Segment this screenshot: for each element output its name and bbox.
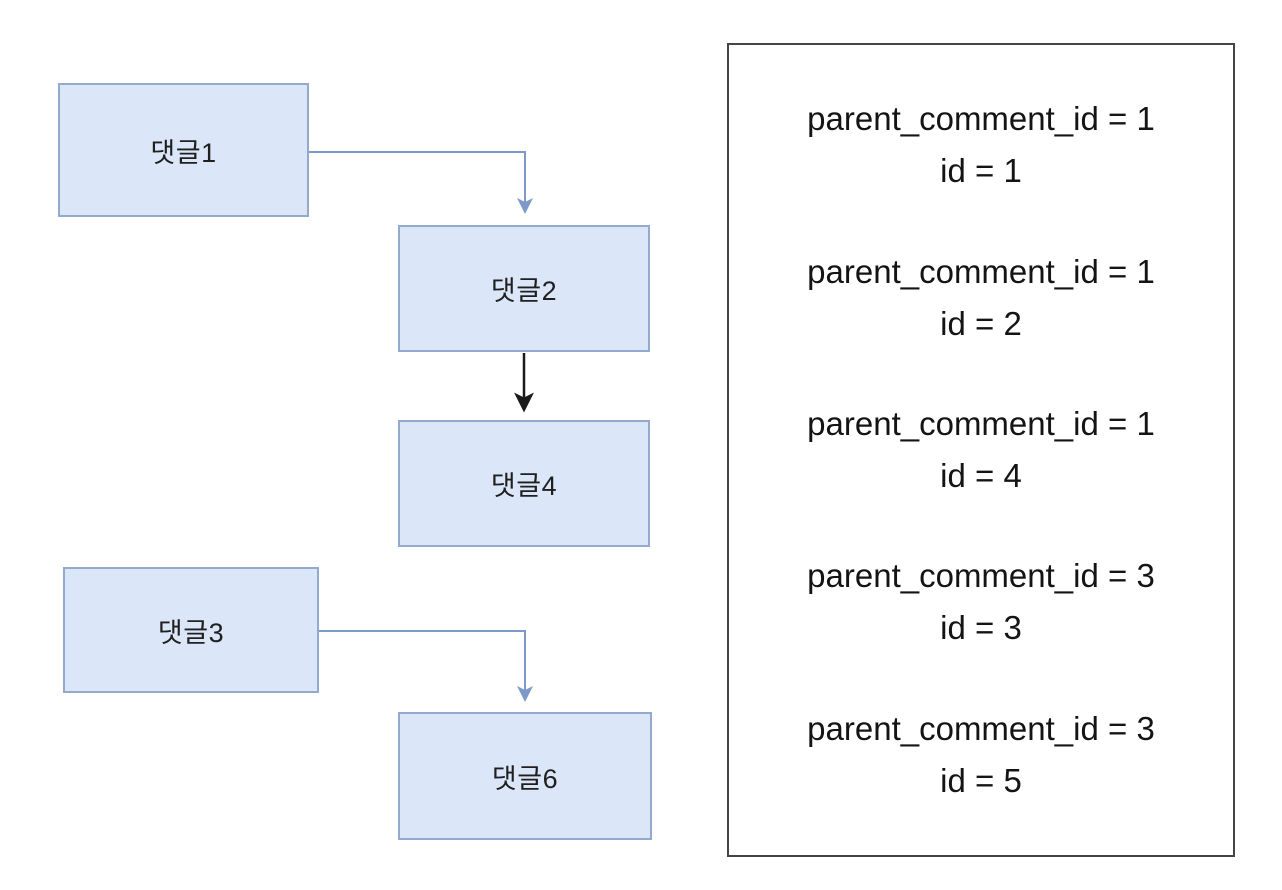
annotation-panel: parent_comment_id = 1 id = 1 parent_comm… [727,43,1235,857]
panel-entry-2-id: id = 2 [940,304,1022,342]
panel-entry-3-parent: parent_comment_id = 1 [807,404,1155,442]
node-comment-4: 댓글4 [398,420,650,547]
node-comment-3-label: 댓글3 [157,617,225,648]
node-comment-4-label: 댓글4 [490,471,558,501]
panel-entry-2-parent: parent_comment_id = 1 [807,252,1155,290]
panel-entry-5-parent: parent_comment_id = 3 [807,709,1155,747]
node-comment-2: 댓글2 [398,225,650,352]
node-comment-3: 댓글3 [63,567,319,693]
panel-entry-5: parent_comment_id = 3 id = 5 [729,703,1233,807]
node-comment-1: 댓글1 [58,83,309,217]
panel-entry-1-parent: parent_comment_id = 1 [807,100,1155,138]
node-comment-6-label: 댓글6 [491,763,559,794]
node-comment-6: 댓글6 [398,712,652,840]
panel-entry-3: parent_comment_id = 1 id = 4 [729,398,1233,502]
panel-entry-4: parent_comment_id = 3 id = 3 [729,550,1233,654]
node-comment-1-label: 댓글1 [150,137,217,168]
edge-comment1-to-comment2 [309,151,533,214]
node-comment-2-label: 댓글2 [490,276,558,306]
panel-entry-3-id: id = 4 [940,456,1022,494]
panel-entry-4-id: id = 3 [940,609,1022,647]
panel-entry-2: parent_comment_id = 1 id = 2 [729,246,1233,350]
panel-entry-5-id: id = 5 [940,761,1022,799]
panel-entry-4-parent: parent_comment_id = 3 [807,557,1155,595]
edge-comment3-to-comment6 [319,630,533,702]
panel-entry-1: parent_comment_id = 1 id = 1 [729,93,1233,197]
panel-entry-1-id: id = 1 [940,152,1022,190]
